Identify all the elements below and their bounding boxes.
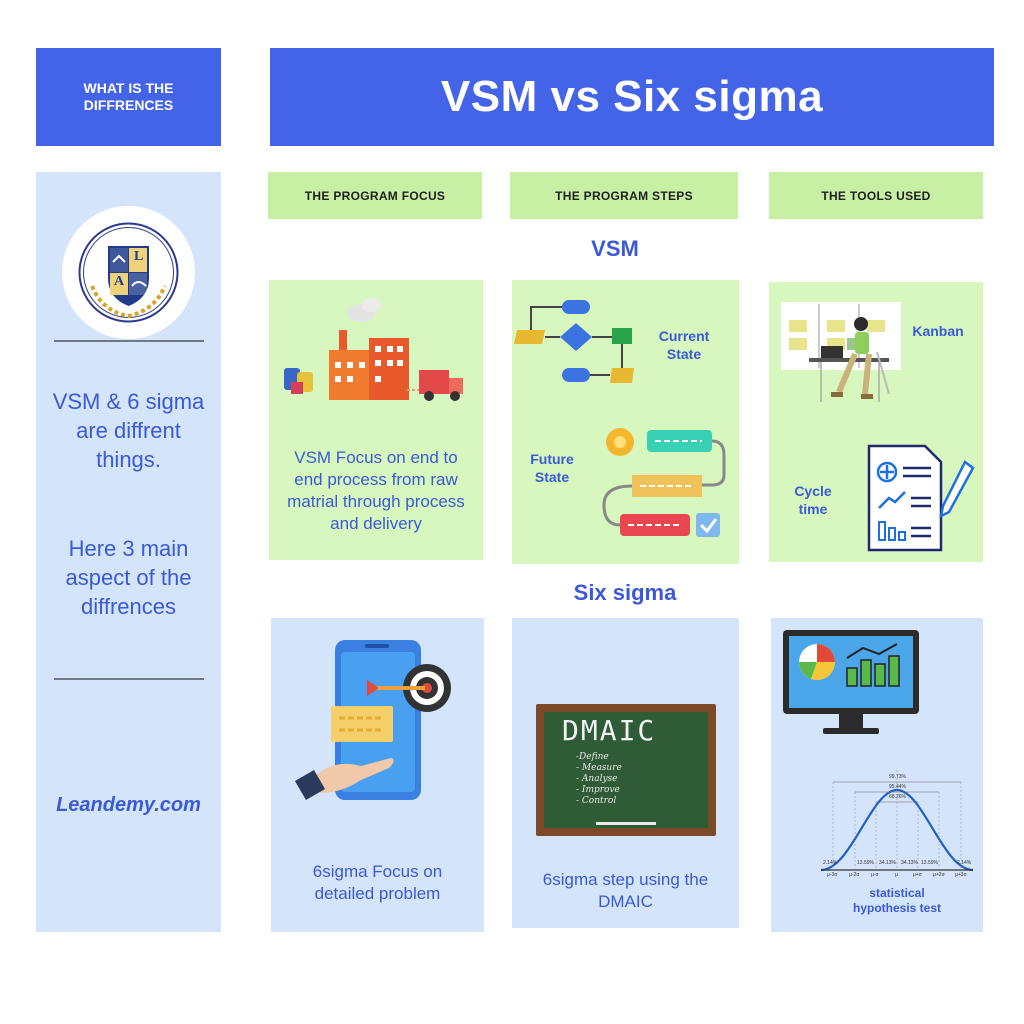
divider-top <box>54 340 204 342</box>
tick-label: μ+2σ <box>933 872 945 878</box>
section-label-six-sigma: Six sigma <box>573 580 677 605</box>
sixsigma-steps-card: DMAIC -Define - Measure - Analyse - Impr… <box>512 618 739 928</box>
sidebar-text-2: Here 3 main aspect of the diffrences <box>65 536 192 619</box>
logo: L A <box>62 206 195 339</box>
sixsigma-focus-card: 6sigma Focus on detailed problem <box>271 618 484 932</box>
kanban-board-icon <box>781 302 901 402</box>
dmaic-step: - Improve <box>576 785 620 795</box>
sixsigma-steps-text: 6sigma step using the DMAIC <box>542 870 709 911</box>
site-link[interactable]: Leandemy.com <box>56 794 201 816</box>
tick-label: μ-3σ <box>827 872 838 878</box>
tick-label: μ-2σ <box>849 872 860 878</box>
sixsigma-tools-card: 99.73% 95.44% 68.26% 2.14% 13.59% 34.13%… <box>771 618 983 932</box>
sidebar: L A VSM & 6 sigma are diffrent things. H… <box>36 172 221 932</box>
statistical-test-label: statistical hypothesis test <box>852 886 942 915</box>
pct-label: 68.26% <box>889 794 906 800</box>
bell-curve-icon <box>820 770 974 872</box>
bell-percent-labels: 99.73% 95.44% 68.26% 2.14% 13.59% 34.13%… <box>771 770 983 880</box>
flowchart-icon <box>514 300 726 537</box>
cycle-time-label: Cycle time <box>794 483 832 517</box>
tick-label: μ-σ <box>871 872 879 878</box>
column-header-focus: THE PROGRAM FOCUS <box>268 172 482 219</box>
dmaic-step-list: -Define - Measure - Analyse - Improve - … <box>576 752 622 807</box>
dmaic-title: DMAIC <box>562 714 657 747</box>
vsm-steps-card: Current State Future State <box>512 280 739 564</box>
column-header-tools: THE TOOLS USED <box>769 172 983 219</box>
phone-target-icon <box>294 640 451 801</box>
sixsigma-focus-text: 6sigma Focus on detailed problem <box>312 862 443 903</box>
vsm-focus-text: VSM Focus on end to end process from raw… <box>287 448 465 533</box>
column-header-tools-text: THE TOOLS USED <box>821 188 931 203</box>
pct-label: 2.14% <box>957 860 972 866</box>
side-title: WHAT IS THE DIFFRENCES <box>36 48 221 146</box>
pct-label: 95.44% <box>889 784 906 790</box>
main-title: VSM vs Six sigma <box>270 48 994 146</box>
tick-label: μ+3σ <box>955 872 967 878</box>
dmaic-step: -Define <box>576 752 609 762</box>
vsm-tools-card: Kanban Cycle time <box>769 282 983 562</box>
kanban-label: Kanban <box>912 323 964 339</box>
column-header-steps: THE PROGRAM STEPS <box>510 172 738 219</box>
divider-bottom <box>54 678 204 680</box>
logo-letter-l: L <box>134 249 144 264</box>
pct-label: 99.73% <box>889 774 906 780</box>
future-state-label: Future State <box>530 451 574 485</box>
sidebar-text-1: VSM & 6 sigma are diffrent things. <box>52 389 205 472</box>
side-title-text: WHAT IS THE DIFFRENCES <box>83 80 174 113</box>
section-label-vsm: VSM <box>591 236 639 261</box>
dmaic-step: - Control <box>576 796 617 806</box>
shield-logo-icon <box>78 222 179 323</box>
tick-label: μ <box>895 872 898 878</box>
tick-label: μ+σ <box>913 872 922 878</box>
report-document-icon <box>867 444 975 552</box>
dmaic-chalkboard: DMAIC -Define - Measure - Analyse - Impr… <box>536 704 716 836</box>
dmaic-step: - Measure <box>576 763 622 773</box>
pct-label: 13.59% <box>857 860 874 866</box>
vsm-focus-card: VSM Focus on end to end process from raw… <box>269 280 483 560</box>
pct-label: 34.13% <box>879 860 896 866</box>
column-header-focus-text: THE PROGRAM FOCUS <box>304 188 446 203</box>
dmaic-step: - Analyse <box>576 774 618 784</box>
column-header-steps-text: THE PROGRAM STEPS <box>555 188 693 203</box>
main-title-text: VSM vs Six sigma <box>440 72 824 121</box>
pct-label: 34.13% <box>901 860 918 866</box>
pct-label: 13.59% <box>921 860 938 866</box>
pct-label: 2.14% <box>823 860 838 866</box>
current-state-label: Current State <box>658 328 710 362</box>
monitor-chart-icon <box>783 630 919 734</box>
logo-letter-a: A <box>114 274 125 289</box>
factory-icon <box>284 298 463 401</box>
